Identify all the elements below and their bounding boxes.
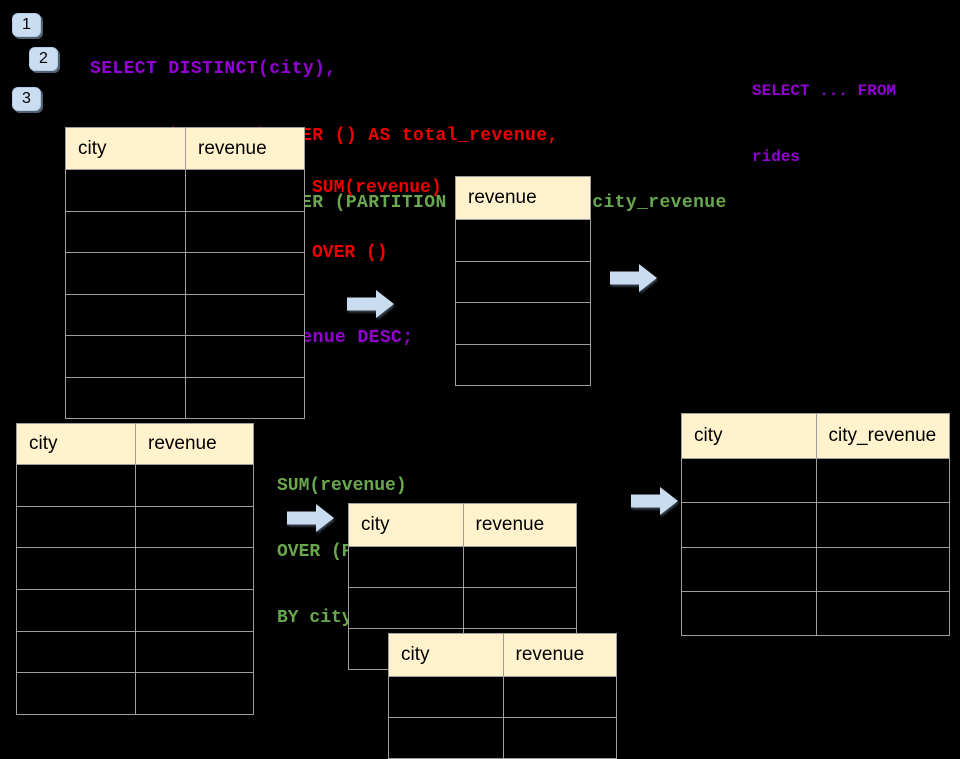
- table-result-header: city city_revenue: [682, 414, 949, 458]
- table-source-rides: city revenue: [65, 127, 305, 419]
- table-row: [389, 676, 616, 717]
- table-partition-source: city revenue: [16, 423, 254, 716]
- table-row: [682, 458, 949, 503]
- table-row: [456, 343, 590, 385]
- column-header-revenue: revenue: [468, 187, 537, 208]
- column-header-revenue: revenue: [462, 504, 577, 546]
- annotation-total-revenue-line1: SUM(revenue): [312, 178, 442, 198]
- step-badge-1-label: 1: [22, 16, 31, 33]
- table-total-header: revenue: [456, 177, 590, 219]
- table-total-revenue: revenue: [455, 176, 591, 386]
- step-badge-3-label: 3: [22, 90, 31, 107]
- table-row: [17, 547, 253, 590]
- table-partition-grouped-back-header: city revenue: [349, 504, 576, 546]
- annotation-select-from-line1: SELECT ... FROM: [752, 82, 897, 100]
- table-row: [66, 376, 304, 418]
- column-header-revenue: revenue: [502, 634, 617, 676]
- table-row: [17, 505, 253, 548]
- column-header-city: city: [29, 433, 58, 454]
- column-header-revenue: revenue: [135, 424, 253, 464]
- table-row: [389, 717, 616, 758]
- table-row: [456, 219, 590, 261]
- sql-line-select: SELECT DISTINCT(city),: [90, 58, 337, 79]
- step-badge-1: 1: [12, 13, 41, 37]
- table-row: [17, 589, 253, 631]
- table-row: [17, 672, 253, 715]
- column-header-city-revenue: city_revenue: [815, 414, 950, 458]
- flow-arrow-right-icon-2: [610, 263, 658, 293]
- column-header-city: city: [361, 514, 390, 535]
- table-row: [682, 546, 949, 591]
- column-header-city: city: [401, 644, 430, 665]
- table-row: [17, 464, 253, 506]
- step-badge-2-label: 2: [39, 50, 48, 67]
- table-row: [66, 169, 304, 211]
- step-badge-3: 3: [12, 87, 41, 111]
- table-partition-grouped-front: city revenue: [388, 633, 617, 759]
- table-source-header: city revenue: [66, 128, 304, 169]
- flow-arrow-right-icon-1: [347, 289, 395, 319]
- table-row: [456, 302, 590, 344]
- table-result-city-revenue: city city_revenue: [681, 413, 950, 636]
- flow-arrow-right-icon-3: [287, 503, 335, 533]
- table-row: [349, 546, 576, 587]
- table-row: [349, 587, 576, 628]
- table-row: [456, 260, 590, 302]
- table-row: [66, 210, 304, 252]
- column-header-city: city: [78, 137, 107, 159]
- annotation-partition-line1: SUM(revenue): [277, 476, 407, 496]
- table-row: [682, 502, 949, 547]
- annotation-select-from: SELECT ... FROM rides: [752, 36, 896, 190]
- column-header-revenue: revenue: [185, 128, 304, 169]
- table-row: [66, 335, 304, 377]
- annotation-select-from-line2: rides: [752, 148, 801, 166]
- annotation-total-revenue: SUM(revenue) OVER (): [312, 135, 442, 286]
- flow-arrow-right-icon-4: [631, 486, 679, 516]
- table-partition-grouped-front-header: city revenue: [389, 634, 616, 676]
- annotation-total-revenue-line2: OVER (): [312, 242, 388, 263]
- table-row: [66, 293, 304, 335]
- table-row: [682, 590, 949, 635]
- step-badge-2: 2: [29, 47, 58, 71]
- table-row: [17, 630, 253, 673]
- table-partition-source-header: city revenue: [17, 424, 253, 464]
- column-header-city: city: [694, 425, 723, 446]
- table-row: [66, 252, 304, 294]
- sql-window-function-diagram: { "colors": { "bg": "#000000", "purple":…: [12, 13, 950, 759]
